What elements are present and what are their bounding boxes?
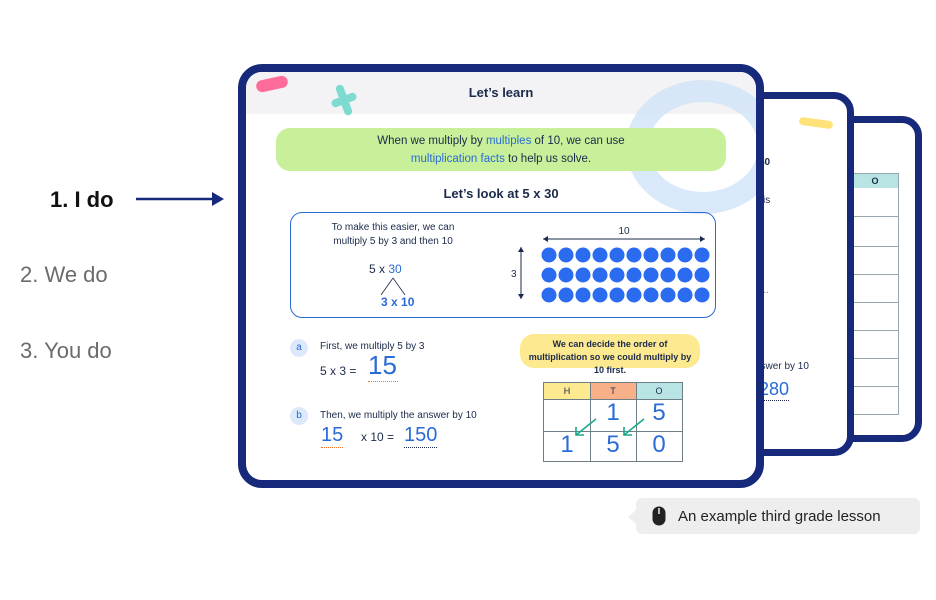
split-expression: 3 x 10 — [381, 295, 415, 309]
cell-o1: 5 — [652, 399, 666, 426]
array-dot — [643, 267, 659, 283]
cell-o2: 0 — [652, 431, 666, 458]
order-callout: We can decide the order of multiplicatio… — [520, 334, 700, 375]
array-dot — [677, 247, 693, 263]
cell-h2: 1 — [560, 431, 574, 458]
array-dot — [541, 247, 557, 263]
header-o: O — [636, 383, 682, 399]
array-dot — [609, 247, 625, 263]
array-dot — [677, 287, 693, 303]
expression: 5 x 30 — [369, 262, 402, 276]
array-dot — [558, 267, 574, 283]
mouse-icon — [652, 506, 666, 526]
array-dot — [626, 287, 642, 303]
fragment-text: is — [763, 195, 771, 206]
step-b-middle: x 10 = — [361, 430, 395, 444]
array-dot — [558, 247, 574, 263]
array-dot — [694, 267, 710, 283]
array-dot — [592, 267, 608, 283]
array-dot — [541, 287, 557, 303]
header-t: T — [590, 383, 636, 399]
place-value-table-partial: O — [839, 173, 899, 415]
fragment-text: nswer by 10 — [755, 361, 809, 372]
caption-text: An example third grade lesson — [678, 508, 881, 525]
array-dot — [626, 247, 642, 263]
array-dot — [660, 287, 676, 303]
array-dot — [558, 287, 574, 303]
step-we-do[interactable]: 2. We do — [20, 262, 108, 287]
arrow-right-icon — [136, 192, 224, 206]
array-dot — [694, 287, 710, 303]
cross-decoration-icon — [331, 84, 357, 116]
shift-arrows — [575, 418, 645, 436]
array-dot — [575, 247, 591, 263]
step-b-answer: 150 — [404, 424, 438, 448]
array-cols-label: 10 — [618, 226, 630, 237]
array-dot — [660, 247, 676, 263]
array-dot — [677, 267, 693, 283]
cell-t1: 1 — [606, 399, 620, 426]
array-dot — [643, 247, 659, 263]
fragment-text: 40 — [759, 157, 771, 168]
card-header: Let’s learn — [246, 72, 756, 214]
step-a-equation: 5 x 3 = — [320, 364, 357, 378]
handwritten-answer: 280 — [759, 379, 790, 401]
cell-t2: 5 — [606, 431, 620, 458]
lesson-steps: 1. I do 2. We do 3. You do — [0, 0, 240, 600]
step-a-text: First, we multiply 5 by 3 — [320, 341, 425, 352]
step-badge-b: b — [290, 407, 308, 425]
split-lines — [380, 277, 406, 296]
problem-title: Let’s look at 5 x 30 — [443, 186, 559, 201]
array-dot — [575, 287, 591, 303]
header-h: H — [544, 383, 590, 399]
step-badge-a: a — [290, 339, 308, 357]
card-title: Let’s learn — [468, 85, 534, 100]
array-dot — [660, 267, 676, 283]
array-dot — [609, 287, 625, 303]
caption-tooltip: An example third grade lesson — [628, 498, 920, 534]
array-dot — [592, 287, 608, 303]
array-dot — [694, 247, 710, 263]
dot-array: 10 3 — [511, 226, 710, 303]
array-dot — [609, 267, 625, 283]
array-dot — [541, 267, 557, 283]
step-you-do[interactable]: 3. You do — [20, 338, 112, 363]
array-rows-label: 3 — [511, 269, 517, 280]
array-dot — [643, 287, 659, 303]
array-dot — [592, 247, 608, 263]
explanation-note: To make this easier, we can multiply 5 b… — [331, 222, 455, 247]
step-b-text: Then, we multiply the answer by 10 — [320, 410, 477, 421]
array-dot — [626, 267, 642, 283]
place-value-table: H T O 1 5 1 5 0 — [543, 382, 683, 462]
info-banner: When we multiply by multiples of 10, we … — [276, 128, 726, 171]
lesson-card-main: Let’s learn When we multiply by multiple… — [238, 64, 764, 488]
explanation-box: To make this easier, we can multiply 5 b… — [290, 212, 716, 318]
array-dot — [575, 267, 591, 283]
decoration — [798, 116, 834, 130]
step-a-answer: 15 — [368, 350, 398, 382]
step-b-first: 15 — [321, 424, 344, 448]
step-i-do[interactable]: 1. I do — [50, 187, 114, 212]
table-header: O — [839, 174, 898, 188]
